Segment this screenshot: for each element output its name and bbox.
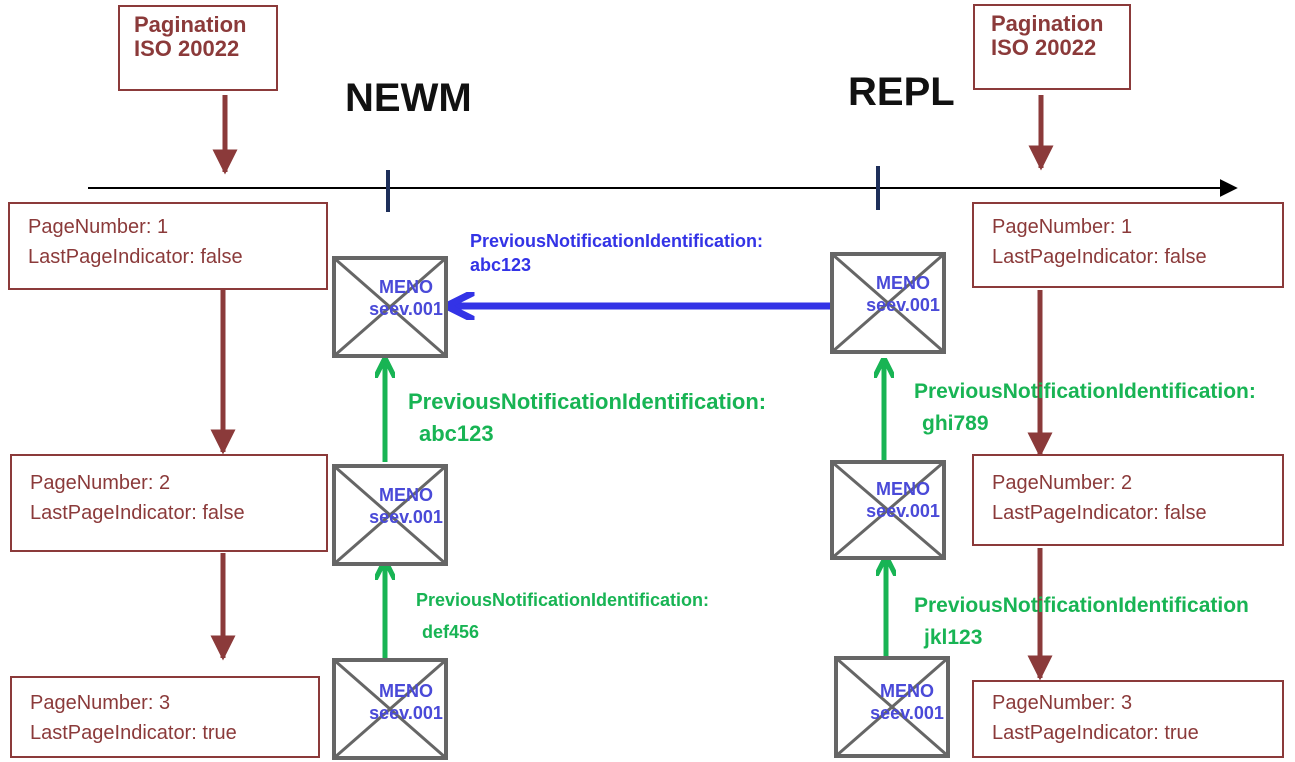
repl-lower-note: PreviousNotificationIdentification jkl12… [914,590,1249,654]
note-value: def456 [422,622,480,642]
left-page-box-3: PageNumber: 3 LastPageIndicator: true [10,676,320,758]
pagination-header-right-line2: ISO 20022 [991,35,1097,60]
left-page-number: PageNumber: 3 [30,692,171,714]
repl-to-newm-note: PreviousNotificationIdentification: abc1… [470,229,763,277]
pagination-header-right-line1: Pagination [991,11,1104,36]
message-id: seev.001 [369,507,443,527]
event-label-repl: REPL [848,70,955,114]
message-label: MENO seev.001 [845,272,961,316]
right-last-page-indicator: LastPageIndicator: false [992,246,1207,268]
message-label: MENO seev.001 [845,478,961,522]
newm-lower-note: PreviousNotificationIdentification: def4… [416,584,709,648]
message-id: seev.001 [866,501,940,521]
note-field: PreviousNotificationIdentification: [914,380,1256,403]
envelope-icon [830,252,946,354]
right-page-box-1: PageNumber: 1 LastPageIndicator: false [972,202,1284,288]
right-page-number: PageNumber: 1 [992,216,1133,238]
message-type: MENO [876,479,930,499]
pagination-header-right: Pagination ISO 20022 [973,4,1131,90]
left-last-page-indicator: LastPageIndicator: false [30,502,245,524]
message-id: seev.001 [870,703,944,723]
right-last-page-indicator: LastPageIndicator: true [992,722,1199,744]
message-type: MENO [379,681,433,701]
message-type: MENO [379,485,433,505]
left-page-box-2: PageNumber: 2 LastPageIndicator: false [10,454,328,552]
envelope-icon [332,256,448,358]
left-last-page-indicator: LastPageIndicator: false [28,246,243,268]
event-label-newm: NEWM [345,76,472,120]
message-type: MENO [880,681,934,701]
note-field: PreviousNotificationIdentification: [416,590,710,610]
note-field: PreviousNotificationIdentification: [470,231,764,251]
right-page-number: PageNumber: 3 [992,692,1133,714]
left-page-number: PageNumber: 1 [28,216,169,238]
newm-upper-note: PreviousNotificationIdentification: abc1… [408,386,766,450]
note-field: PreviousNotificationIdentification [914,594,1249,617]
message-label: MENO seev.001 [348,484,464,528]
note-value: jkl123 [924,626,983,649]
left-page-number: PageNumber: 2 [30,472,171,494]
right-page-number: PageNumber: 2 [992,472,1133,494]
message-id: seev.001 [369,299,443,319]
message-id: seev.001 [866,295,940,315]
message-type: MENO [379,277,433,297]
message-label: MENO seev.001 [348,680,464,724]
right-page-box-2: PageNumber: 2 LastPageIndicator: false [972,454,1284,546]
note-value: ghi789 [922,412,989,435]
note-value: abc123 [470,255,532,275]
envelope-icon [332,464,448,566]
right-page-box-3: PageNumber: 3 LastPageIndicator: true [972,680,1284,758]
envelope-icon [332,658,448,760]
envelope-icon [830,460,946,560]
pagination-header-left: Pagination ISO 20022 [118,5,278,91]
note-value: abc123 [419,421,494,446]
right-last-page-indicator: LastPageIndicator: false [992,502,1207,524]
envelope-icon [834,656,950,758]
pagination-header-left-line2: ISO 20022 [134,36,240,61]
message-label: MENO seev.001 [849,680,965,724]
left-last-page-indicator: LastPageIndicator: true [30,722,237,744]
message-id: seev.001 [369,703,443,723]
message-type: MENO [876,273,930,293]
note-field: PreviousNotificationIdentification: [408,389,767,414]
pagination-header-left-line1: Pagination [134,12,247,37]
message-label: MENO seev.001 [348,276,464,320]
repl-upper-note: PreviousNotificationIdentification: ghi7… [914,376,1256,440]
left-page-box-1: PageNumber: 1 LastPageIndicator: false [8,202,328,290]
